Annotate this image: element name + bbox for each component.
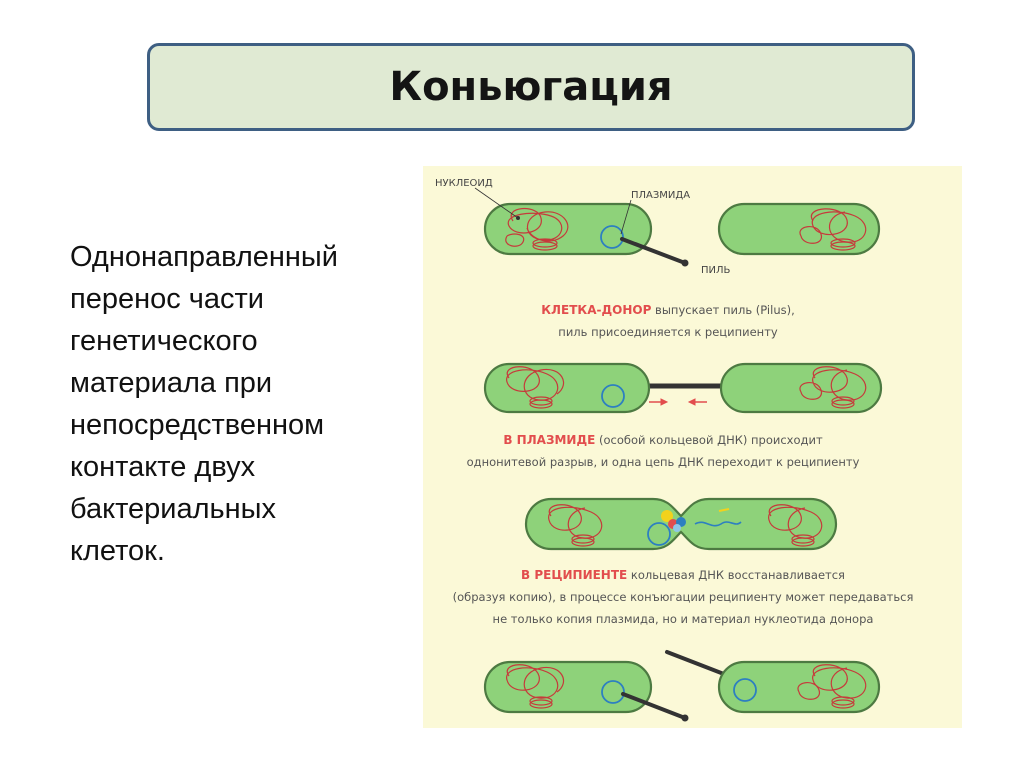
description-line: непосредственном	[70, 409, 325, 441]
caption-step3-line3: не только копия плазмида, но и материал …	[493, 612, 874, 626]
description-line: материала при	[70, 367, 273, 399]
caption-step1-line2: пиль присоединяется к реципиенту	[558, 325, 778, 339]
nucleoid-coil	[505, 207, 569, 247]
caption-step2-line1: В ПЛАЗМИДЕ (особой кольцевой ДНК) происх…	[503, 433, 823, 447]
diagram-svg: НУКЛЕОИД ПЛАЗМИДА ПИЛЬ КЛЕТКА-ДОНОР выпу…	[435, 178, 914, 722]
label-nucleoid: НУКЛЕОИД	[435, 178, 493, 189]
caption-step3-line1: В РЕЦИПИЕНТЕ кольцевая ДНК восстанавлива…	[521, 568, 845, 582]
description-line: клеток.	[70, 535, 165, 567]
label-plasmid: ПЛАЗМИДА	[631, 190, 690, 201]
arrows-toward	[649, 398, 707, 406]
plasmid-circle	[600, 225, 624, 249]
row4-donor-cell	[483, 660, 653, 714]
title-box: Коньюгация	[147, 43, 915, 131]
slide-title: Коньюгация	[389, 64, 673, 110]
caption-step3-line2: (образуя копию), в процессе конъюгации р…	[453, 590, 914, 604]
caption-step2-line2: однонитевой разрыв, и одна цепь ДНК пере…	[467, 455, 860, 469]
row4-recipient-cell	[717, 660, 881, 714]
label-pilus: ПИЛЬ	[701, 265, 731, 276]
pilus-line	[620, 237, 687, 265]
caption-step1-line1: КЛЕТКА-ДОНОР выпускает пиль (Pilus),	[541, 303, 795, 317]
row1-donor-cell	[483, 202, 653, 256]
description-line: перенос части	[70, 283, 265, 315]
row1-recipient-cell	[717, 202, 881, 256]
description-line: бактериальных	[70, 493, 277, 525]
row2-donor-cell	[483, 362, 651, 414]
description-line: контакте двух	[70, 451, 256, 483]
description-line: Однонаправленный	[70, 241, 338, 273]
row3-fused-cells	[524, 497, 838, 551]
description: Однонаправленный перенос части генетичес…	[70, 236, 400, 572]
row2-recipient-cell	[719, 362, 883, 414]
conjugation-diagram: НУКЛЕОИД ПЛАЗМИДА ПИЛЬ КЛЕТКА-ДОНОР выпу…	[423, 166, 962, 728]
description-line: генетического	[70, 325, 258, 357]
